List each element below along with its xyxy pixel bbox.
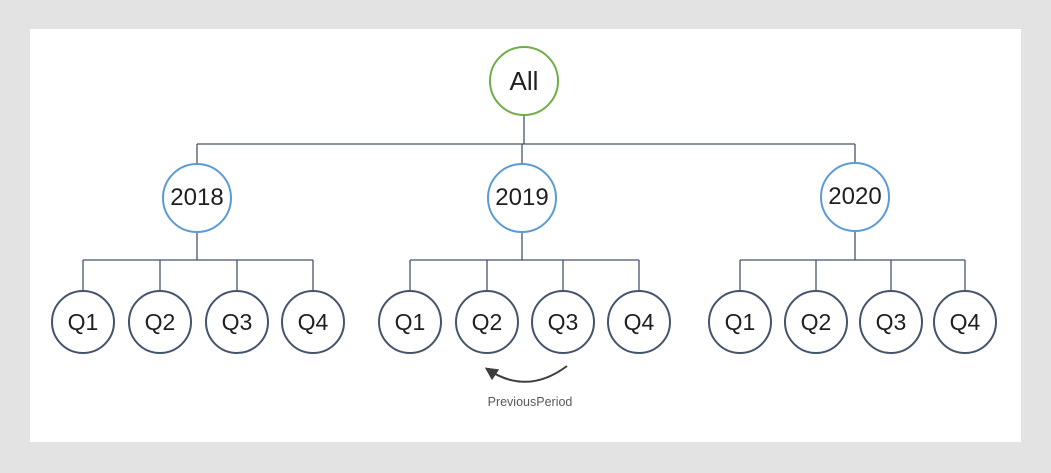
node-quarter-label: Q3 [547, 308, 579, 335]
node-quarter-label: Q3 [875, 308, 907, 335]
node-2019-q3: Q3 [531, 290, 595, 354]
node-quarter-label: Q1 [67, 308, 99, 335]
node-quarter-label: Q2 [144, 308, 176, 335]
node-quarter-label: Q1 [724, 308, 756, 335]
node-all: All [489, 46, 559, 116]
node-year-2018: 2018 [162, 163, 232, 233]
node-all-label: All [509, 65, 539, 96]
node-year-label: 2020 [828, 183, 882, 210]
node-year-label: 2018 [170, 184, 224, 211]
node-2018-q4: Q4 [281, 290, 345, 354]
node-2019-q1: Q1 [378, 290, 442, 354]
node-year-label: 2019 [495, 184, 549, 211]
node-2020-q3: Q3 [859, 290, 923, 354]
node-year-2020: 2020 [820, 162, 890, 232]
node-2019-q2: Q2 [455, 290, 519, 354]
node-2018-q1: Q1 [51, 290, 115, 354]
node-2018-q2: Q2 [128, 290, 192, 354]
node-year-2019: 2019 [487, 163, 557, 233]
node-quarter-label: Q4 [949, 308, 981, 335]
node-2020-q1: Q1 [708, 290, 772, 354]
node-quarter-label: Q4 [297, 308, 329, 335]
node-2019-q4: Q4 [607, 290, 671, 354]
node-quarter-label: Q1 [394, 308, 426, 335]
node-2018-q3: Q3 [205, 290, 269, 354]
previous-period-label: PreviousPeriod [487, 395, 573, 409]
node-quarter-label: Q3 [221, 308, 253, 335]
node-2020-q4: Q4 [933, 290, 997, 354]
node-2020-q2: Q2 [784, 290, 848, 354]
node-quarter-label: Q4 [623, 308, 655, 335]
node-quarter-label: Q2 [800, 308, 832, 335]
node-quarter-label: Q2 [471, 308, 503, 335]
